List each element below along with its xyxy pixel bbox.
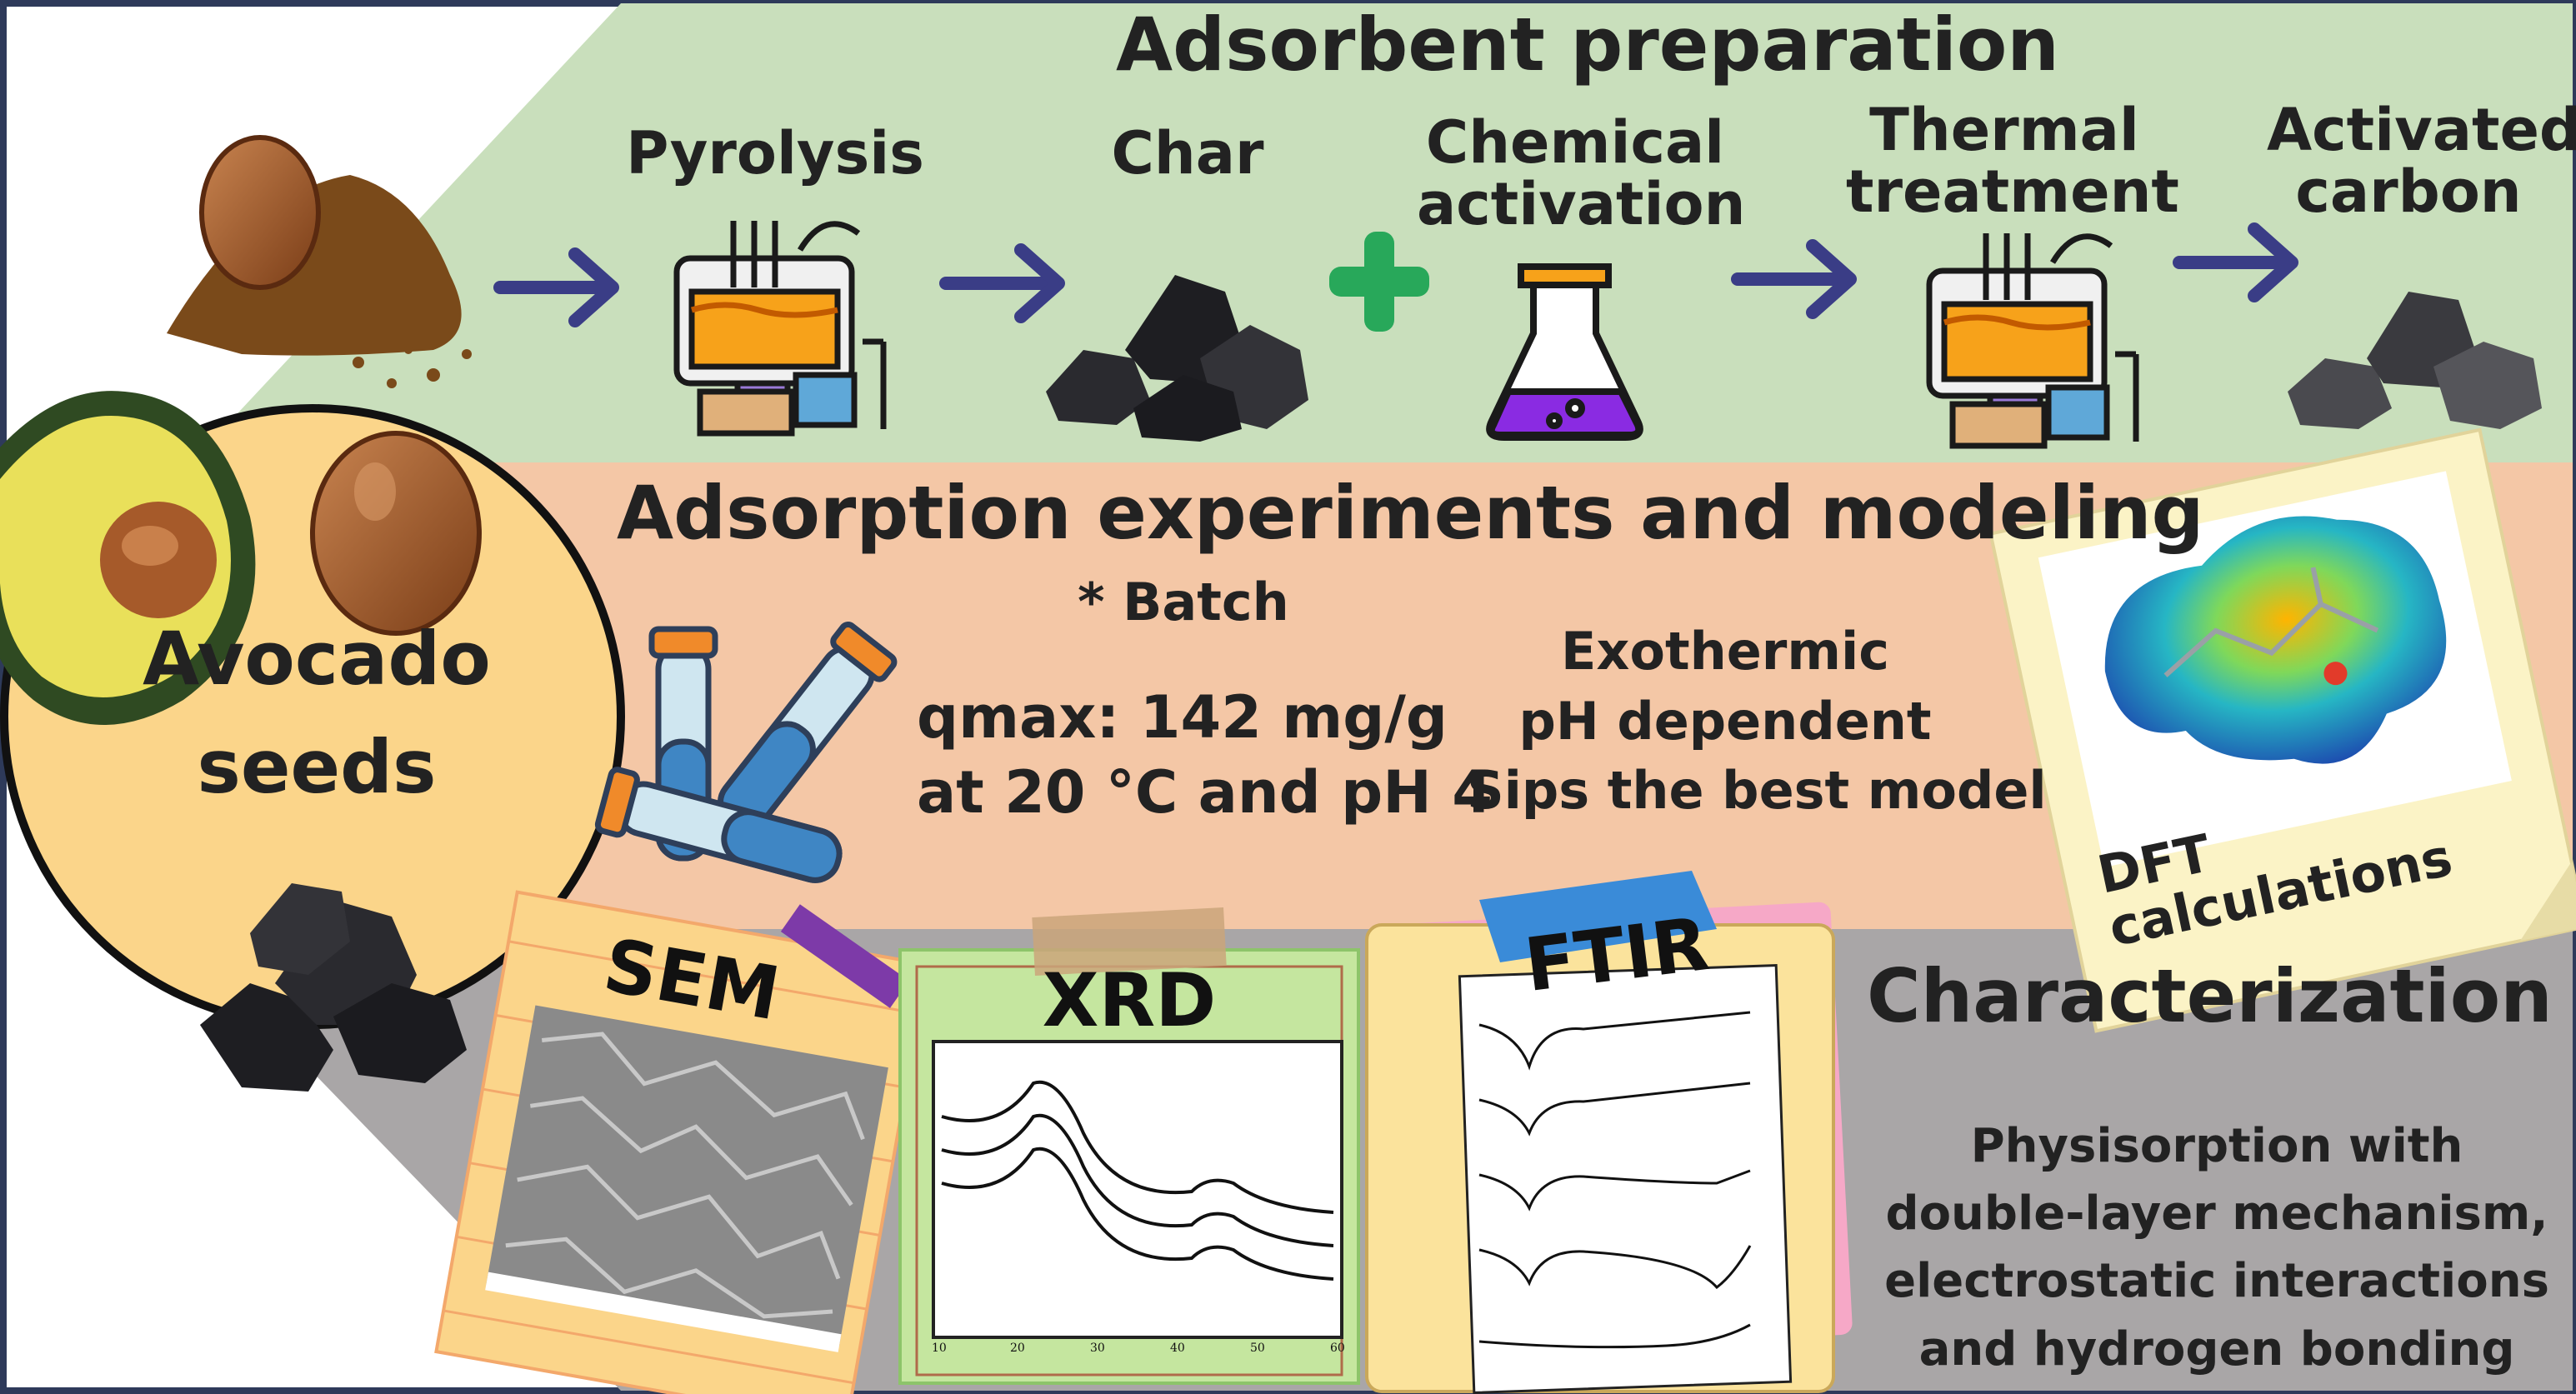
purple-tab	[780, 904, 909, 1008]
characterization-title: Characterization	[1867, 953, 2553, 1039]
avocado-seeds-line1: Avocado	[143, 616, 491, 702]
finding-ph-dependent: pH dependent	[1518, 690, 1932, 752]
sem-sheet	[434, 890, 930, 1394]
step-activated-carbon: Activated carbon	[2267, 96, 2576, 226]
mechanism-line2: double-layer mechanism,	[1885, 1187, 2548, 1242]
arrow-icon	[493, 247, 619, 327]
xrd-tick: 50	[1250, 1342, 1265, 1355]
step-chemical-activation-line2: activation	[1417, 169, 1746, 238]
activated-carbon-icon	[2288, 292, 2542, 429]
finding-exothermic: Exothermic	[1561, 621, 1889, 682]
ftir-folder	[1365, 871, 1853, 1394]
flask-icon	[1486, 263, 1643, 441]
arrow-icon	[2173, 222, 2298, 302]
finding-sips-model: Sips the best model	[1467, 760, 2047, 822]
adsorption-title: Adsorption experiments and modeling	[617, 470, 2204, 556]
char-coal-icon	[1046, 275, 1308, 442]
plus-icon	[1329, 232, 1429, 332]
mechanism-line3: electrostatic interactions	[1884, 1254, 2549, 1309]
step-activated-carbon-line1: Activated	[2267, 96, 2576, 164]
thermal-reactor-icon	[1926, 233, 2139, 449]
step-pyrolysis: Pyrolysis	[626, 119, 924, 187]
step-activated-carbon-line2: carbon	[2295, 157, 2522, 226]
preparation-title: Adsorbent preparation	[1116, 2, 2059, 87]
step-thermal-treatment-line1: Thermal	[1869, 96, 2139, 164]
step-thermal-treatment: Thermal treatment	[1846, 96, 2179, 226]
coal-pile-icon	[200, 883, 467, 1092]
arrow-icon	[939, 243, 1065, 323]
xrd-tick: 40	[1170, 1342, 1185, 1355]
avocado-seeds-label: Avocado seeds	[142, 616, 492, 811]
avocado-seed-icon	[310, 431, 482, 636]
adsorption-conditions: at 20 °C and pH 4	[917, 758, 1493, 827]
xrd-label: XRD	[1042, 957, 1217, 1043]
xrd-tick: 60	[1330, 1342, 1345, 1355]
xrd-tick: 30	[1090, 1342, 1105, 1355]
batch-mode: * Batch	[1078, 572, 1289, 632]
test-tubes-icon	[594, 622, 898, 883]
xrd-sheet	[898, 907, 1360, 1385]
xrd-tick: 20	[1010, 1342, 1025, 1355]
adsorption-band	[192, 462, 2573, 929]
characterization-mechanism: Physisorption with double-layer mechanis…	[1883, 1112, 2550, 1383]
avocado-seeds-line2: seeds	[197, 724, 437, 811]
arrow-icon	[1731, 239, 1857, 319]
seed-powder-icon	[167, 135, 472, 388]
step-char: Char	[1111, 119, 1264, 187]
xrd-tick-labels: 10 20 30 40 50 60	[925, 1342, 1350, 1358]
avocado-icon	[0, 391, 256, 725]
pyrolysis-reactor-icon	[673, 221, 887, 437]
step-chemical-activation-line1: Chemical	[1425, 108, 1725, 177]
dft-note	[1988, 427, 2576, 1033]
mechanism-line4: and hydrogen bonding	[1918, 1322, 2515, 1377]
step-thermal-treatment-line2: treatment	[1846, 157, 2179, 226]
adsorption-findings: Exothermic pH dependent Sips the best mo…	[1467, 617, 2047, 826]
mechanism-line1: Physisorption with	[1970, 1119, 2463, 1173]
step-chemical-activation: Chemical activation	[1417, 108, 1746, 238]
qmax-value: qmax: 142 mg/g	[917, 683, 1448, 752]
xrd-tick: 10	[932, 1342, 947, 1355]
